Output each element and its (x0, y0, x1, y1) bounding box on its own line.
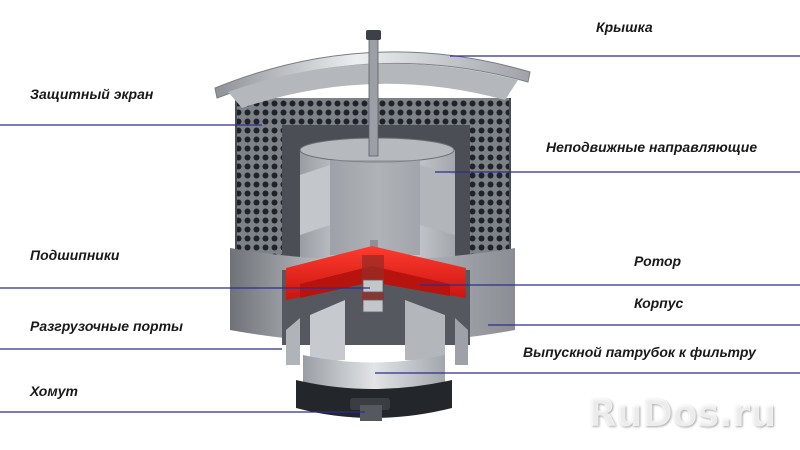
label-outlet-pipe: Выпускной патрубок к фильтру (523, 344, 756, 360)
label-protective-screen: Защитный экран (30, 86, 154, 102)
outlet-pipe (296, 355, 452, 418)
label-bearings: Подшипники (30, 247, 120, 263)
label-unloading-ports: Разгрузочные порты (30, 318, 184, 334)
cover (214, 51, 531, 108)
unloading-ports (286, 300, 468, 365)
label-housing: Корпус (634, 295, 684, 311)
fixed-guides (299, 137, 455, 260)
label-cover: Крышка (596, 19, 653, 35)
label-rotor: Ротор (634, 253, 682, 269)
watermark: RuDos.ru (588, 392, 776, 435)
label-clamp: Хомут (30, 383, 78, 399)
clamp (350, 398, 390, 421)
leader-lines (0, 55, 800, 413)
bearings (362, 279, 384, 313)
label-fixed-guides: Неподвижные направляющие (546, 139, 758, 155)
